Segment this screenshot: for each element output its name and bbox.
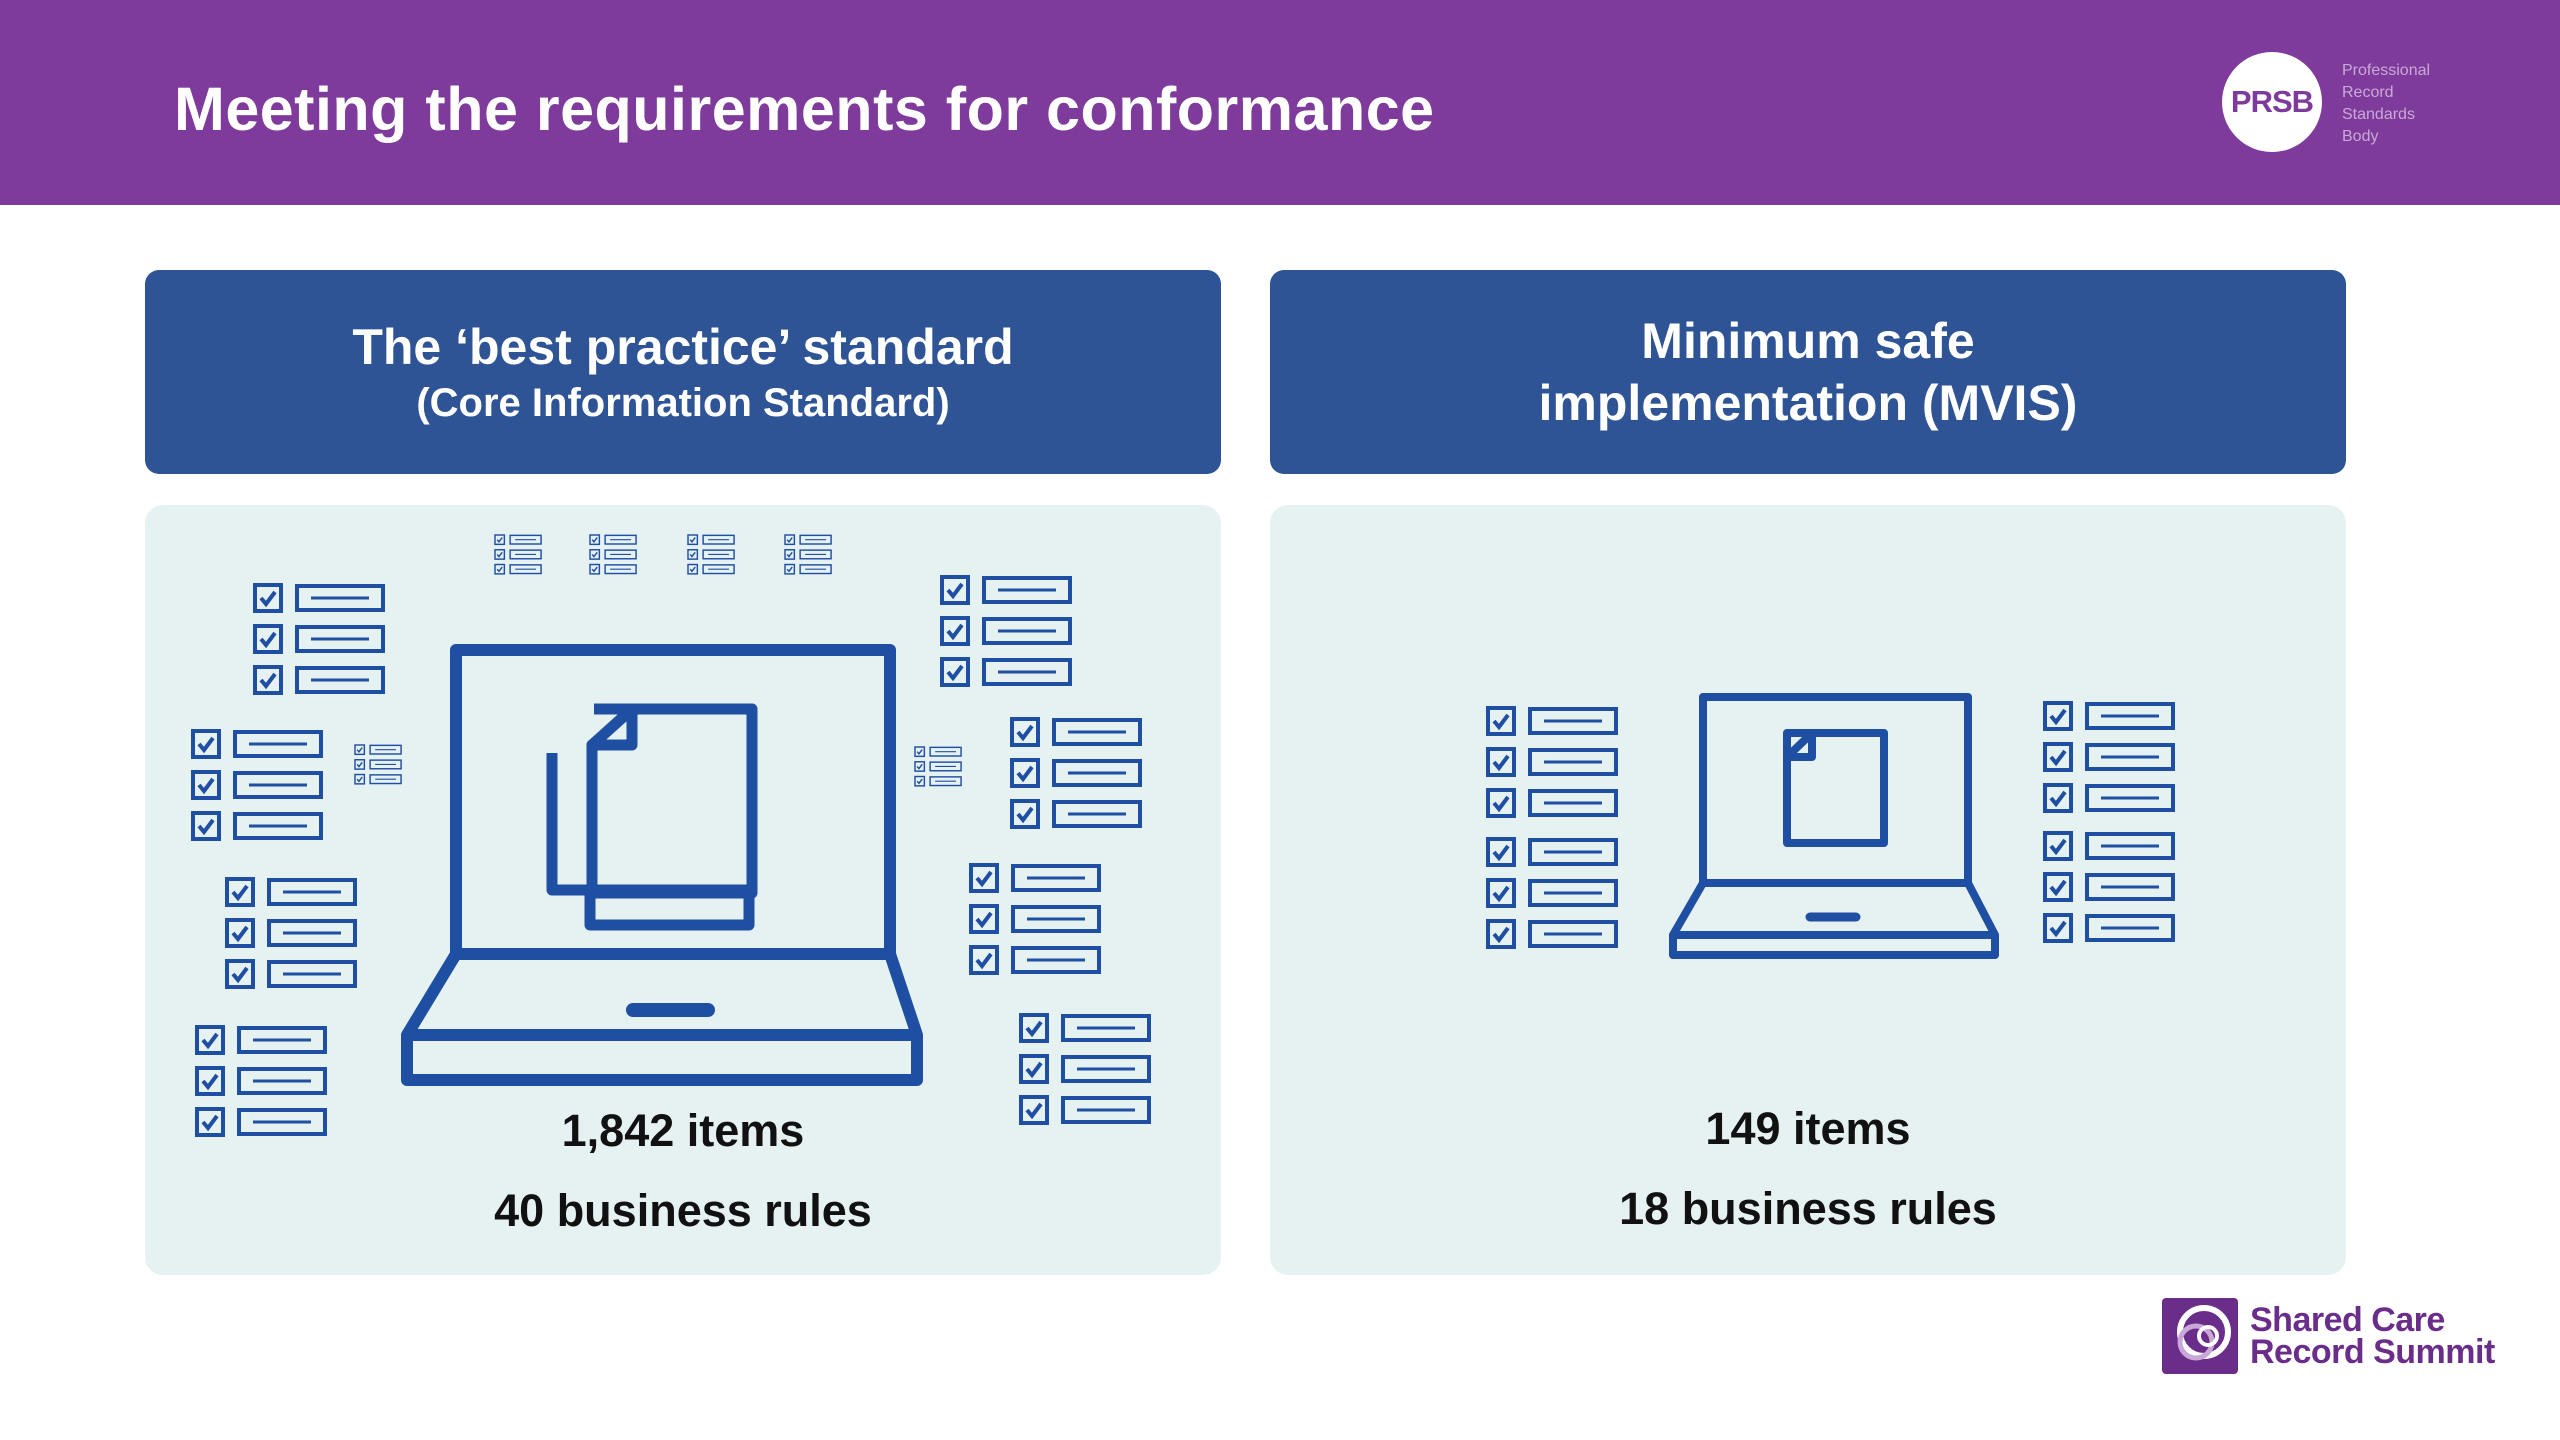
checklist-group [191,534,1151,1137]
summit-line2: Record Summit [2250,1333,2495,1371]
checklist-icon [195,1025,327,1137]
mvis-illustration [1486,693,2175,959]
checklist-icon [1010,717,1142,829]
checklist-icon [940,575,1072,687]
checklist-icon [914,746,962,787]
checklist-icon [589,534,637,575]
header-bar: Meeting the requirements for conformance… [0,0,2560,205]
document-icon [586,703,758,899]
checklist-icon [253,583,385,695]
best-practice-title: The ‘best practice’ standard [352,319,1014,375]
prsb-name-line: Record [2342,84,2394,101]
checklist-icon [2043,701,2175,813]
checklist-icon [1486,706,1618,818]
mvis-title-line1: Minimum safe [1641,313,1975,369]
best-practice-panel: 1,842 items 40 business rules [145,505,1221,1275]
prsb-logo: PRSB [2222,52,2322,152]
prsb-logo-name: Professional Record Standards Body [2342,60,2482,148]
document-icon [546,753,755,931]
summit-wordmark: Shared Care Record Summit [2250,1301,2495,1371]
laptop-icon [1669,693,1999,959]
checklist-group [1486,701,2175,949]
laptop-icon [401,644,923,1086]
best-practice-subtitle: (Core Information Standard) [416,381,950,425]
prsb-logo-abbr: PRSB [2230,84,2314,119]
shared-care-record-summit-logo [2162,1298,2238,1374]
checklist-icon [225,877,357,989]
prsb-name-line: Standards [2342,106,2415,123]
mvis-rules: 18 business rules [1619,1183,1997,1234]
mvis-items: 149 items [1705,1103,1911,1154]
mvis-title-line2: implementation (MVIS) [1538,375,2078,431]
checklist-icon [1486,837,1618,949]
checklist-icon [354,744,402,785]
checklist-icon [784,534,832,575]
mvis-header: Minimum safe implementation (MVIS) [1270,270,2346,474]
checklist-icon [1019,1013,1151,1125]
checklist-icon [2043,831,2175,943]
checklist-icon [687,534,735,575]
prsb-name-line: Professional [2342,62,2431,79]
best-practice-illustration [191,534,1151,1137]
mvis-panel: 149 items 18 business rules [1270,505,2346,1275]
best-practice-header: The ‘best practice’ standard (Core Infor… [145,270,1221,474]
slide-title: Meeting the requirements for conformance [174,75,1435,143]
best-practice-items: 1,842 items [561,1105,805,1156]
checklist-icon [494,534,542,575]
prsb-name-line: Body [2342,128,2379,145]
best-practice-rules: 40 business rules [494,1185,872,1236]
document-icon [1783,729,1888,847]
checklist-icon [191,729,323,841]
checklist-icon [969,863,1101,975]
summit-line1: Shared Care [2250,1301,2445,1339]
